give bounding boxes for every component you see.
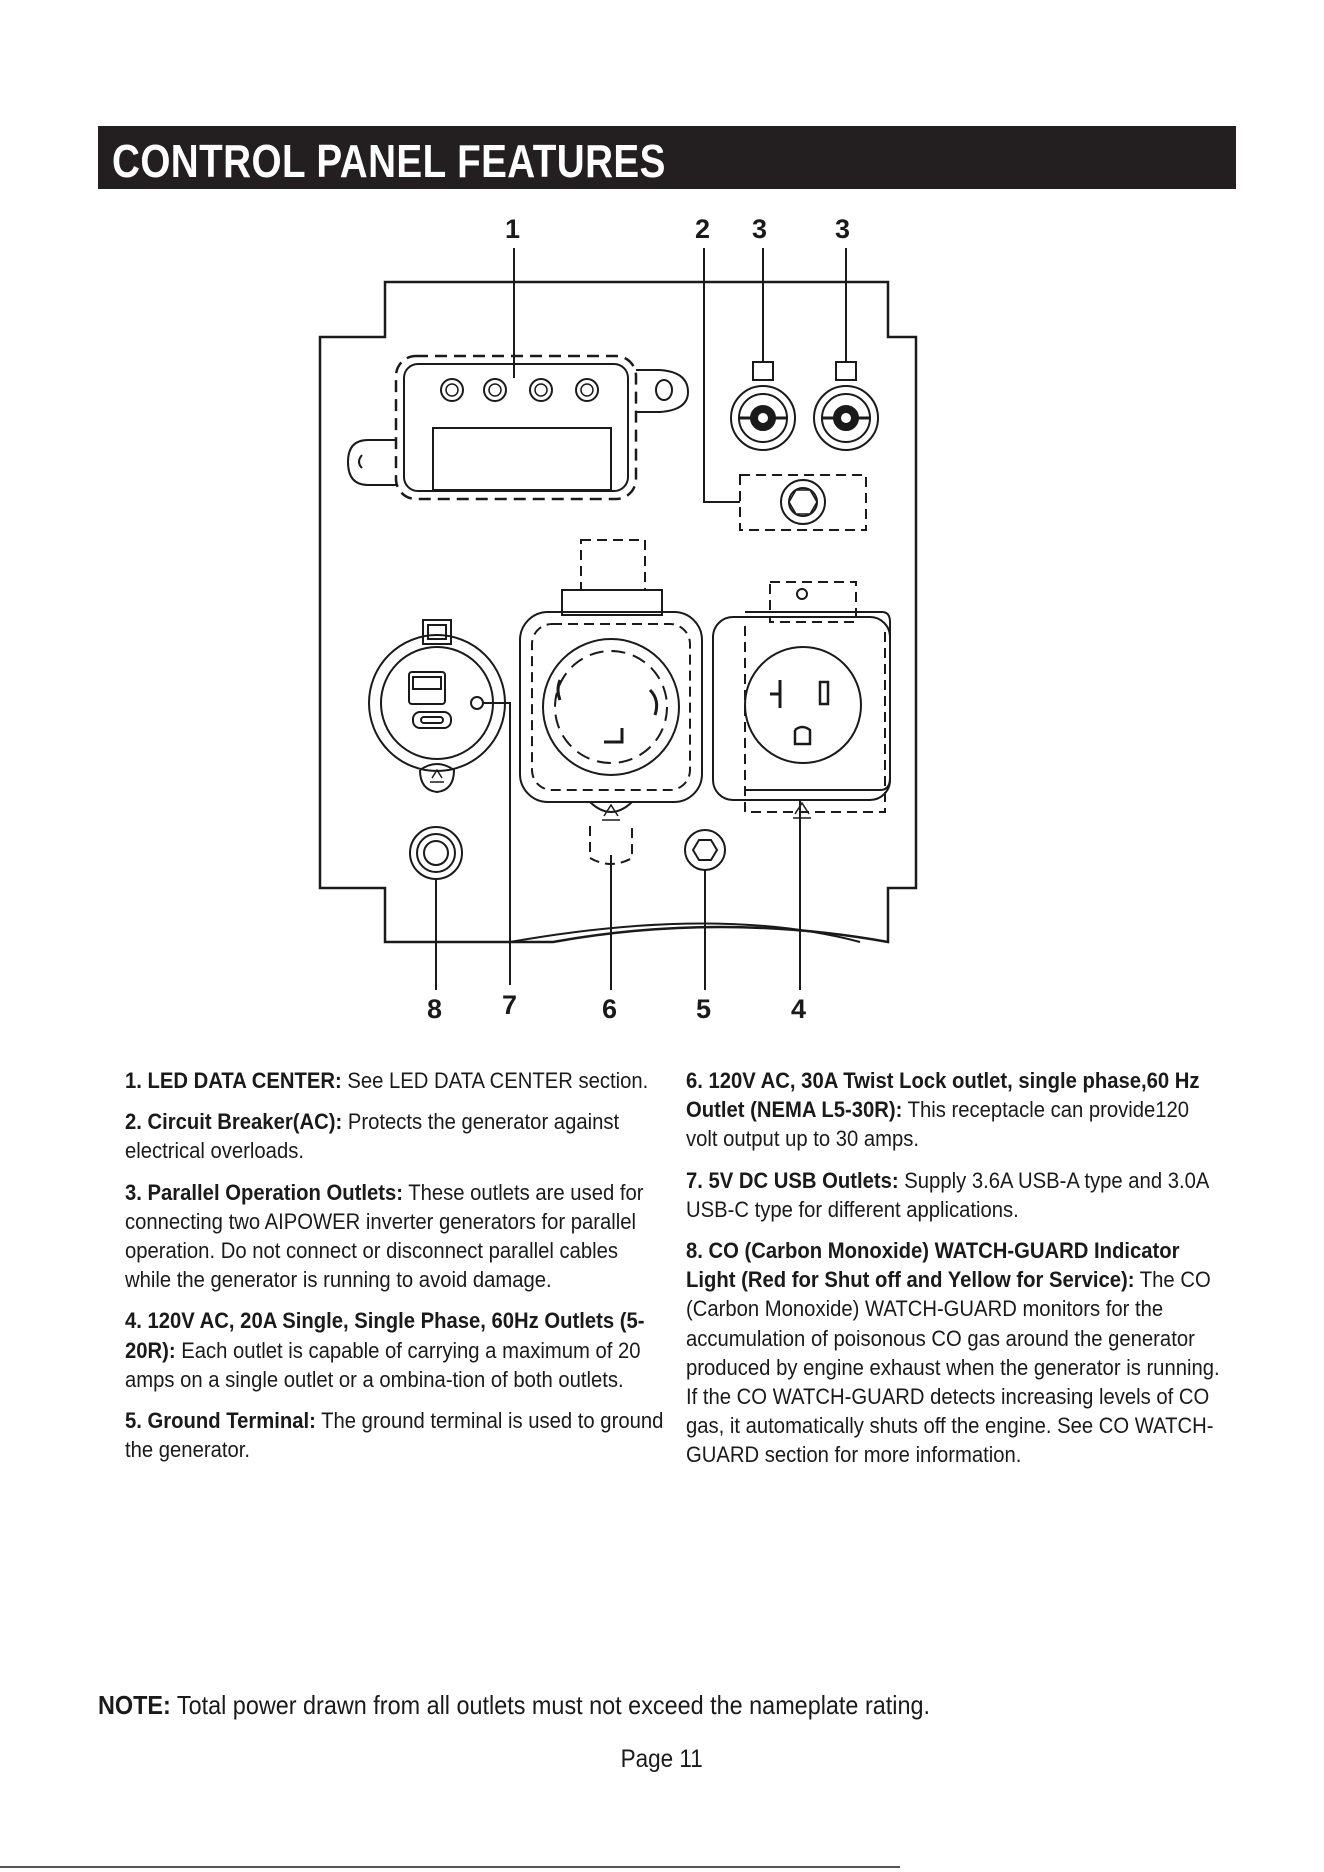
leader-lines-top xyxy=(513,248,847,503)
callout-5: 5 xyxy=(696,994,711,1024)
callout-8: 8 xyxy=(427,994,442,1024)
parallel-outlet-left xyxy=(730,361,796,451)
callout-7: 7 xyxy=(502,990,517,1020)
feature-item-3: 3. Parallel Operation Outlets: These out… xyxy=(125,1179,644,1293)
usb-outlet xyxy=(368,619,506,794)
feature-item-8: 8. CO (Carbon Monoxide) WATCH-GUARD Indi… xyxy=(686,1238,1220,1468)
feature-list-right: 6. 120V AC, 30A Twist Lock outlet, singl… xyxy=(686,1066,1221,1482)
co-indicator-light xyxy=(409,826,463,880)
ground-terminal xyxy=(684,829,726,871)
twist-lock-outlet xyxy=(519,539,703,865)
feature-item-5: 5. Ground Terminal: The ground terminal … xyxy=(125,1408,664,1463)
feature-item-2: 2. Circuit Breaker(AC): Protects the gen… xyxy=(125,1109,620,1164)
duplex-20a-outlet xyxy=(712,581,891,819)
feature-item-6: 6. 120V AC, 30A Twist Lock outlet, singl… xyxy=(686,1068,1200,1152)
section-header: CONTROL PANEL FEATURES xyxy=(98,126,1236,189)
leader-lines-bottom xyxy=(435,702,801,990)
callout-3a: 3 xyxy=(752,214,767,244)
note: NOTE: Total power drawn from all outlets… xyxy=(98,1690,930,1720)
page-number: Page 11 xyxy=(620,1745,704,1773)
feature-item-4: 4. 120V AC, 20A Single, Single Phase, 60… xyxy=(125,1308,645,1392)
parallel-outlet-right xyxy=(813,361,879,451)
led-data-center xyxy=(346,354,690,501)
callout-6: 6 xyxy=(602,994,617,1024)
panel-outline xyxy=(318,280,918,944)
callout-3b: 3 xyxy=(835,214,850,244)
callout-4: 4 xyxy=(791,994,806,1024)
bottom-rule xyxy=(0,1866,900,1868)
callout-1: 1 xyxy=(505,214,520,244)
feature-list-left: 1. LED DATA CENTER: See LED DATA CENTER … xyxy=(125,1066,665,1476)
feature-item-1: 1. LED DATA CENTER: See LED DATA CENTER … xyxy=(125,1068,649,1093)
circuit-breaker xyxy=(739,474,867,531)
callout-2: 2 xyxy=(695,214,710,244)
section-title: CONTROL PANEL FEATURES xyxy=(112,135,666,187)
feature-item-7: 7. 5V DC USB Outlets: Supply 3.6A USB-A … xyxy=(686,1167,1209,1222)
panel-bottom-curve xyxy=(509,922,861,943)
